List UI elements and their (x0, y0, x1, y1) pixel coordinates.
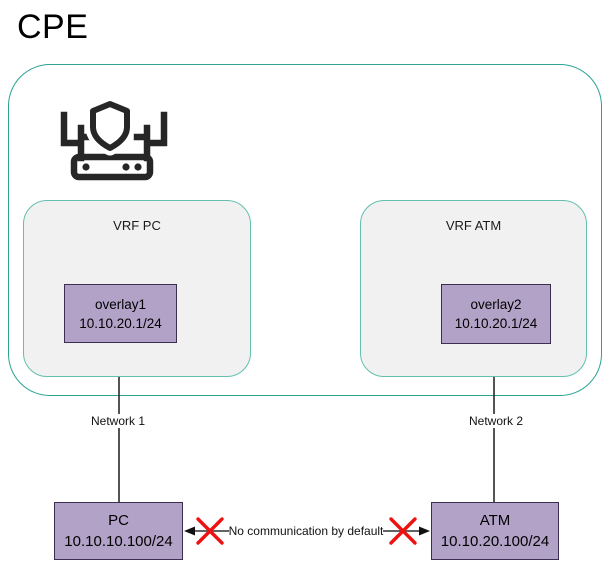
host-name: PC (108, 512, 129, 529)
router-body (77, 124, 151, 162)
atm-node: ATM 10.10.20.100/24 (431, 502, 559, 560)
antenna-left (60, 111, 81, 147)
arrowhead-right-icon (419, 526, 430, 536)
no-communication-label: No communication by default (228, 524, 384, 538)
red-x-icon-right (389, 517, 417, 545)
cpe-container (8, 64, 602, 396)
vrf-pc-box: VRF PC overlay1 10.10.20.1/24 (23, 200, 251, 377)
network1-label: Network 1 (87, 414, 149, 428)
overlay2-node: overlay2 10.10.20.1/24 (441, 284, 551, 344)
diagram-title: CPE (17, 8, 89, 46)
pc-node: PC 10.10.10.100/24 (54, 502, 183, 560)
host-ip: 10.10.20.100/24 (440, 533, 550, 550)
router-base (70, 153, 154, 181)
vrf-atm-label: VRF ATM (445, 218, 502, 233)
antenna-right (147, 111, 168, 147)
host-name: ATM (479, 512, 511, 529)
vrf-pc-label: VRF PC (113, 218, 161, 233)
vrf-atm-box: VRF ATM overlay2 10.10.20.1/24 (360, 200, 587, 377)
interface-ip: 10.10.20.1/24 (79, 315, 162, 331)
interface-ip: 10.10.20.1/24 (454, 316, 538, 331)
led-dot (122, 163, 130, 171)
shield-icon (90, 101, 130, 151)
led-dot (134, 163, 142, 171)
interface-name: overlay1 (94, 296, 147, 312)
led-dot (82, 163, 90, 171)
red-x-icon-left (196, 517, 224, 545)
host-ip: 10.10.10.100/24 (64, 533, 173, 550)
secure-router-icon (60, 98, 168, 181)
interface-name: overlay2 (470, 297, 522, 312)
overlay1-node: overlay1 10.10.20.1/24 (64, 284, 177, 343)
network2-label: Network 2 (465, 414, 527, 428)
arrowhead-left-icon (184, 526, 195, 536)
